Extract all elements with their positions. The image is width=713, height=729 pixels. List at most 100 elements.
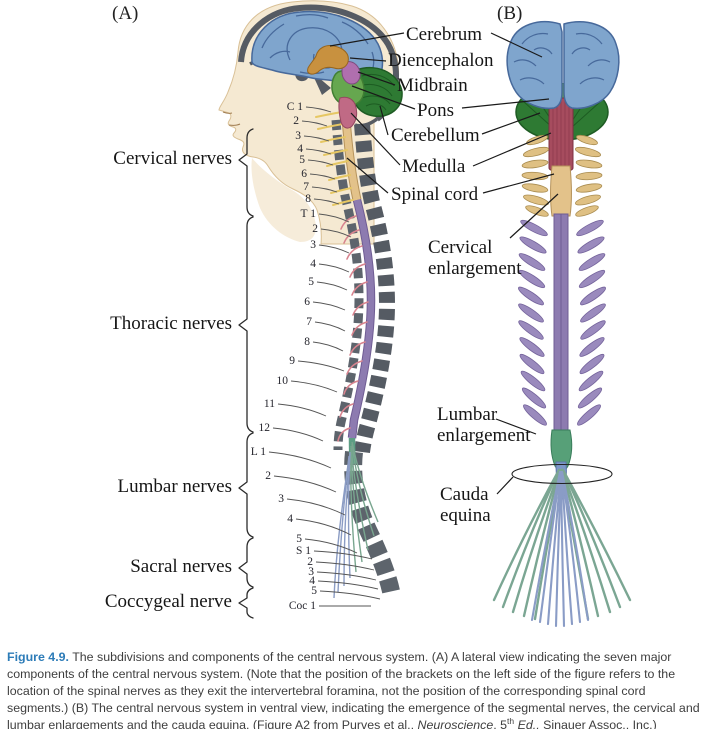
vertebra-label: 5 xyxy=(311,585,317,597)
vertebra-label: 10 xyxy=(276,375,289,387)
cauda-equina-ellipse xyxy=(511,463,613,485)
cerebellum-line-b xyxy=(481,112,541,135)
vertebra-leader-line xyxy=(313,198,340,205)
cerebrum-b-right xyxy=(563,21,620,110)
vertebra-label: 7 xyxy=(303,181,309,193)
vertebra-label: 5 xyxy=(296,533,302,545)
vertebra-leader-line xyxy=(309,173,336,180)
mouth-line xyxy=(228,123,241,126)
vertebra-leader-line xyxy=(313,550,373,560)
vertebra-label: 2 xyxy=(312,223,318,235)
cord-cervical-b xyxy=(550,165,572,217)
vertebra-leader-line xyxy=(311,186,338,193)
vertebra-label: 4 xyxy=(287,513,293,525)
vertebra-leader-line xyxy=(273,475,337,493)
sacral-bracket xyxy=(238,537,254,588)
figure-caption: Figure 4.9. The subdivisions and compone… xyxy=(7,649,707,729)
cervical-enlargement-line xyxy=(509,193,559,239)
vertebra-label: 12 xyxy=(258,422,271,434)
medulla-line-b xyxy=(472,132,552,167)
cervical-bracket xyxy=(238,128,254,217)
thoracic-roots xyxy=(337,215,369,442)
vertebra-leader-line xyxy=(303,135,330,142)
sacrum xyxy=(344,450,401,598)
lumbar-enlargement-line xyxy=(495,418,537,435)
label-midbrain: Midbrain xyxy=(397,75,468,96)
vertebra-leader-line xyxy=(316,281,348,291)
cerebellum-line-a xyxy=(379,105,389,136)
vertebra-leader-line xyxy=(312,341,344,352)
vertebra-label: 4 xyxy=(297,143,303,155)
label-cerebrum: Cerebrum xyxy=(406,24,482,45)
label-cervical-enlargement: Cervical enlargement xyxy=(428,237,522,279)
medulla-a xyxy=(338,96,358,129)
caption-edition-suffix: th xyxy=(507,715,515,726)
vertebra-label: Coc 1 xyxy=(288,600,316,612)
thoracic-roots-b xyxy=(518,219,606,426)
vertebra-label: 4 xyxy=(309,575,315,587)
spinal-cord-line-a xyxy=(346,157,389,194)
vertebra-leader-line xyxy=(312,301,346,311)
medulla-line-a xyxy=(350,112,401,166)
label-cauda-equina: Cauda equina xyxy=(440,484,491,526)
label-cerebellum: Cerebellum xyxy=(391,125,480,146)
label-lumbar-nerves: Lumbar nerves xyxy=(117,476,232,497)
vertebra-leader-line xyxy=(290,380,338,393)
vertebra-label: 9 xyxy=(289,355,295,367)
vertebra-label: 2 xyxy=(265,470,271,482)
caption-edition-number: , 5 xyxy=(493,717,508,729)
panel-label-a: (A) xyxy=(112,3,139,24)
vertebra-label: 3 xyxy=(310,239,316,251)
figure-a-illustration xyxy=(218,0,403,599)
caption-edition-label: Ed., xyxy=(517,717,540,729)
cauda-equina-line xyxy=(496,476,514,495)
vertebra-leader-line xyxy=(286,498,346,516)
vertebra-leader-lines xyxy=(268,106,381,607)
diencephalon-a xyxy=(307,45,349,75)
label-cervical-nerves: Cervical nerves xyxy=(113,148,232,169)
vertebra-leader-line xyxy=(301,120,328,127)
vertebra-leader-line xyxy=(305,106,332,113)
label-spinal-cord: Spinal cord xyxy=(391,184,479,205)
brainstem-b-stripes xyxy=(552,100,570,169)
pons-line-b xyxy=(461,98,550,109)
label-medulla: Medulla xyxy=(402,156,466,177)
vertebra-leader-line xyxy=(305,148,332,155)
cns-illustration xyxy=(218,0,632,628)
vertebra-leader-line xyxy=(304,538,358,554)
thoracic-bracket xyxy=(238,216,254,433)
label-thoracic-nerves: Thoracic nerves xyxy=(110,313,232,334)
label-pons: Pons xyxy=(417,100,454,121)
label-coccygeal-nerve: Coccygeal nerve xyxy=(104,591,232,612)
vertebra-leader-line xyxy=(297,360,345,372)
vertebra-leader-line xyxy=(315,561,375,571)
panel-label-b: (B) xyxy=(497,3,523,24)
vertebra-label: 2 xyxy=(307,556,313,568)
diencephalon-line-a xyxy=(349,57,387,62)
vertebra-label: L 1 xyxy=(250,446,266,458)
nerve-group-brackets xyxy=(238,128,254,619)
caption-book-title: Neuroscience xyxy=(417,717,494,729)
vertebra-leader-line xyxy=(318,263,350,273)
coccygeal-bracket xyxy=(238,587,254,619)
vertebra-leader-line xyxy=(307,159,334,166)
caption-body: The subdivisions and components of the c… xyxy=(7,650,700,729)
vertebra-label: 2 xyxy=(293,115,299,127)
vertebra-label: 11 xyxy=(263,398,275,410)
vertebra-label: T 1 xyxy=(300,208,316,220)
label-leader-lines xyxy=(329,32,559,495)
label-lumbar-enlargement: Lumbar enlargement xyxy=(437,404,531,446)
vertebra-label: 6 xyxy=(301,168,307,180)
vertebra-label: 8 xyxy=(305,193,311,205)
pons-line-a xyxy=(351,85,416,110)
cerebrum-line-a xyxy=(329,32,405,47)
lumbar-bracket xyxy=(238,432,254,538)
vertebra-leader-line xyxy=(268,451,332,469)
vertebra-label: 8 xyxy=(304,336,310,348)
vertebra-label: 7 xyxy=(306,316,312,328)
vertebra-label: C 1 xyxy=(286,101,303,113)
spinous-processes xyxy=(354,123,396,454)
vertebra-label: 6 xyxy=(304,296,310,308)
label-diencephalon: Diencephalon xyxy=(388,50,494,71)
